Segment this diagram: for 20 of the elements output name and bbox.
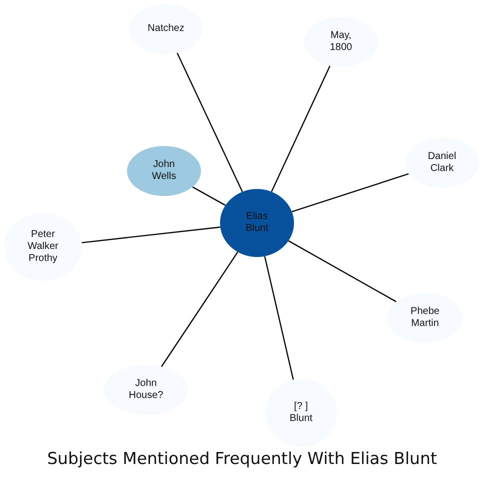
connector-line [270,66,330,192]
node-label: Elias Blunt [246,211,268,235]
node-label: John House? [128,378,164,402]
connector-line [160,252,238,368]
connector-line [82,226,220,244]
connector-line [288,240,396,302]
node-label: Natchez [148,23,184,35]
connector-line [192,186,226,206]
ellipse-node [127,146,201,196]
diagram-title: Subjects Mentioned Frequently With Elias Blunt [46,449,438,468]
connector-line [292,173,409,212]
connector-line [176,52,243,192]
node-label: [? ] Blunt [290,401,312,425]
connector-line [264,256,294,380]
node-label: May, 1800 [330,30,352,54]
node-label: Daniel Clark [428,151,456,175]
ellipse-node [220,189,294,257]
node-label: John Wells [152,159,176,183]
node-label: Phebe Martin [410,306,440,330]
node-label: Peter Walker Prothy [28,229,58,265]
